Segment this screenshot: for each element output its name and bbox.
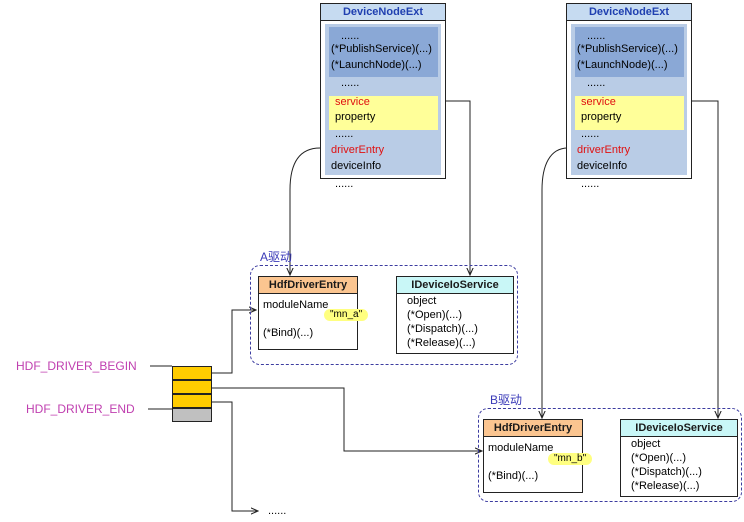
device-node-ext-title: DeviceNodeExt: [567, 4, 691, 21]
field-driver-entry: driverEntry: [331, 144, 385, 156]
module-name-label: moduleName: [263, 299, 329, 311]
service-release: (*Release)(...): [407, 337, 476, 349]
section-entry-1: [172, 366, 212, 380]
bind-function: (*Bind)(...): [488, 470, 539, 482]
service-release: (*Release)(...): [631, 480, 700, 492]
field-device-info: deviceInfo: [577, 160, 628, 172]
arrow-row1-a: [212, 310, 256, 374]
module-name-tag-b: "mn_b": [548, 453, 593, 465]
idevice-io-service-title: IDeviceIoService: [397, 277, 513, 294]
service-object: object: [631, 438, 661, 450]
field-ellipsis: ......: [335, 128, 354, 140]
service-dispatch: (*Dispatch)(...): [407, 323, 478, 335]
service-dispatch: (*Dispatch)(...): [631, 466, 702, 478]
idevice-io-service-a: IDeviceIoService object (*Open)(...) (*D…: [396, 276, 514, 354]
driver-b-group: [478, 408, 742, 502]
device-node-ext-fields: ...... (*PublishService)(...) (*LaunchNo…: [571, 24, 687, 175]
field-publish-service: (*PublishService)(...): [577, 43, 678, 55]
field-property: property: [335, 111, 376, 123]
field-ellipsis: ......: [581, 178, 600, 190]
service-object: object: [407, 295, 437, 307]
idevice-io-service-title: IDeviceIoService: [621, 420, 737, 437]
field-ellipsis: ......: [587, 30, 606, 42]
hdf-driver-entry-title: HdfDriverEntry: [259, 277, 357, 294]
arrow-a-driver-entry: [290, 147, 321, 275]
service-open: (*Open)(...): [631, 452, 687, 464]
field-service: service: [581, 96, 616, 108]
driver-a-label: A驱动: [260, 250, 293, 264]
hdf-driver-entry-b: HdfDriverEntry moduleName (*Bind)(...): [483, 419, 583, 493]
field-ellipsis: ......: [341, 77, 360, 89]
section-entry-2: [172, 380, 212, 394]
arrow-b-driver-entry: [542, 147, 569, 418]
field-launch-node: (*LaunchNode)(...): [577, 59, 668, 71]
field-ellipsis: ......: [341, 30, 360, 42]
section-end-block: [172, 408, 212, 422]
field-ellipsis: ......: [335, 178, 354, 190]
arrow-row3-more: [212, 401, 258, 511]
driver-b-label: B驱动: [490, 393, 523, 407]
field-ellipsis: ......: [581, 128, 600, 140]
arrow-row2-b: [212, 387, 482, 451]
driver-a-group: [250, 265, 518, 365]
hdf-driver-begin-label: HDF_DRIVER_BEGIN: [16, 359, 137, 373]
device-node-ext-fields: ...... (*PublishService)(...) (*LaunchNo…: [325, 24, 441, 175]
field-publish-service: (*PublishService)(...): [331, 43, 432, 55]
hdf-driver-entry-title: HdfDriverEntry: [484, 420, 582, 437]
device-node-ext-title: DeviceNodeExt: [321, 4, 445, 21]
hdf-driver-end-label: HDF_DRIVER_END: [26, 402, 135, 416]
field-service: service: [335, 96, 370, 108]
field-ellipsis: ......: [587, 77, 606, 89]
more-entries-ellipsis: ......: [268, 505, 287, 517]
field-property: property: [581, 111, 622, 123]
field-driver-entry: driverEntry: [577, 144, 631, 156]
module-name-label: moduleName: [488, 442, 554, 454]
device-node-ext-box: DeviceNodeExt ...... (*PublishService)(.…: [320, 3, 446, 190]
field-launch-node: (*LaunchNode)(...): [331, 59, 422, 71]
service-open: (*Open)(...): [407, 309, 463, 321]
field-device-info: deviceInfo: [331, 160, 382, 172]
module-name-tag-a: "mn_a": [324, 309, 369, 321]
idevice-io-service-b: IDeviceIoService object (*Open)(...) (*D…: [620, 419, 738, 497]
bind-function: (*Bind)(...): [263, 327, 314, 339]
device-node-ext-box: DeviceNodeExt ...... (*PublishService)(.…: [566, 3, 692, 190]
section-entry-3: [172, 394, 212, 408]
